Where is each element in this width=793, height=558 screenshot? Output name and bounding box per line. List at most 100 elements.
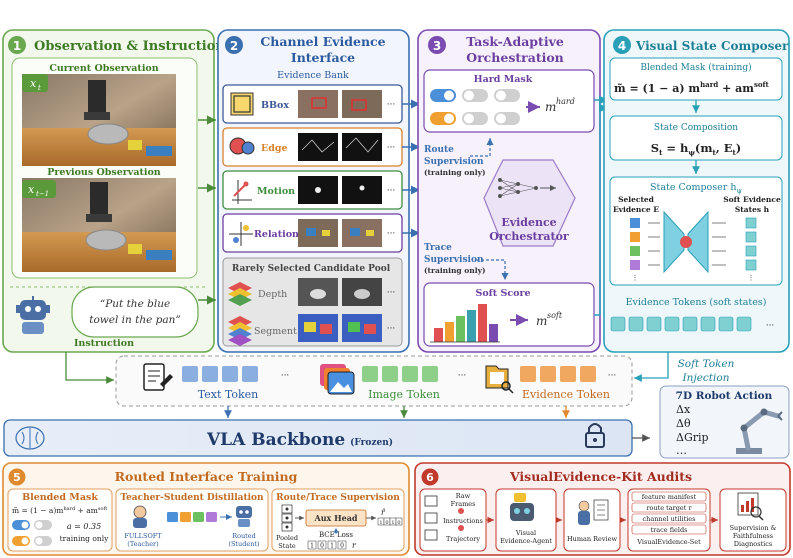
channel-label-bbox: BBox (261, 100, 289, 111)
robot-arm-icon (736, 408, 783, 454)
image-stack-icon (320, 364, 355, 395)
text-token-ellipsis: ··· (281, 371, 290, 381)
previous-tag-sub: t−1 (36, 190, 49, 198)
action-item-dx: Δx (676, 403, 691, 416)
r-bits: 1 0 1 0 (307, 540, 347, 550)
channel-row-relation: Relation ··· (222, 213, 403, 253)
human-review-label: Human Review (567, 535, 617, 543)
brain-icon (15, 426, 45, 450)
soft-score-bar (489, 324, 498, 342)
p5-route-title: Route/Trace Supervision (276, 493, 400, 503)
raw-items-3: Trajectory (446, 535, 480, 543)
r-hat-bits: 1 0 1 0 (377, 517, 403, 526)
r-hat: r̂ (381, 508, 386, 517)
evidence-token-squares: ··· (520, 366, 616, 382)
pooled-line2: State (278, 542, 296, 550)
soft-score-bar (456, 316, 465, 342)
edge-ellipsis: ··· (387, 143, 396, 153)
blended-mask-formula: m̃ = (1 − a) mhard + amsoft (614, 80, 770, 95)
evidence-token-ellipsis: ··· (608, 371, 617, 381)
composer-network-icon (648, 210, 726, 274)
p5-alpha: a = 0.35 (67, 522, 101, 531)
current-observation-image (22, 74, 176, 166)
channel-row-motion: Motion ··· (222, 170, 403, 210)
raw-input-icons (424, 495, 464, 541)
text-token-squares: ··· (182, 366, 289, 382)
distill-token-row (167, 512, 232, 522)
teacher-icon (133, 505, 147, 528)
panel1-title: Observation & Instruction (34, 39, 225, 54)
svg-text:0: 0 (340, 543, 344, 550)
p5-distill-title: Teacher-Student Distillation (120, 493, 264, 503)
folder-search-icon (485, 365, 514, 394)
robot-icon (16, 296, 50, 334)
hard-mask-toggles (430, 89, 520, 125)
panel-routed-interface-training: 5 Routed Interface Training Blended Mask… (2, 462, 410, 556)
soft-state-squares: ⋮ (745, 217, 757, 282)
panel4-number: 4 (618, 39, 626, 53)
current-observation-label: Current Observation (49, 63, 158, 74)
action-item-dtheta: Δθ (676, 417, 691, 430)
pool-item-depth: Depth (258, 289, 287, 300)
bbox-ellipsis: ··· (387, 100, 396, 110)
p5-toggles (12, 520, 52, 546)
state-composition-formula: St = hψ(mt, Et) (651, 141, 741, 157)
set-item-2: channel utilities (643, 515, 696, 523)
r-label: r (352, 541, 357, 550)
soft-token-injection-line2: Injection (682, 372, 730, 384)
diag-line3: Diagnostics (734, 540, 772, 548)
diag-line1: Supervision & (730, 524, 777, 532)
soft-score-bars (434, 304, 498, 342)
trace-supervision-line2: Supervision (424, 255, 484, 265)
pooled-state-stack (281, 504, 293, 532)
soft-evidence-line1: Soft Evidence (723, 195, 781, 204)
robot-action-title: 7D Robot Action (676, 390, 773, 402)
previous-tag: x (28, 183, 35, 196)
edge-icon (229, 137, 255, 155)
teacher-line1: FULLSOFT (124, 532, 162, 540)
depth-ellipsis: ··· (387, 288, 396, 298)
state-composer-label: State Composer hψ (650, 182, 742, 195)
set-item-0: feature manifest (642, 493, 697, 501)
panel5-number: 5 (13, 471, 21, 484)
action-item-dgrip: ΔGrip (676, 431, 709, 444)
soft-evidence-line2: States h (735, 205, 770, 214)
svg-text:⋮: ⋮ (748, 274, 755, 282)
current-tag: x (30, 77, 37, 90)
soft-token-injection-line1: Soft Token (678, 358, 735, 370)
pool-item-segment: Segment (254, 326, 297, 337)
arrow-soft-injection (634, 352, 669, 382)
svg-text:1: 1 (310, 543, 314, 550)
segment-layers-icon (228, 316, 252, 346)
relation-ellipsis: ··· (387, 229, 396, 239)
neural-network-icon (498, 178, 556, 198)
human-review-icon (578, 499, 609, 525)
channel-label-edge: Edge (261, 143, 288, 154)
lock-icon (585, 423, 605, 448)
raw-items-0: Raw (456, 492, 471, 500)
document-edit-icon (143, 363, 173, 391)
p5-training-only: training only (60, 534, 109, 543)
set-label: VisualEvidence-Set (636, 538, 701, 546)
panel4-title: Visual State Composer (635, 39, 789, 53)
selected-evidence-squares: ⋮ (630, 218, 640, 282)
selected-evidence-line2: Evidence E (613, 205, 659, 214)
hard-mask-output-sup: hard (556, 97, 575, 106)
panel3-title-line1: Task-Adaptive (466, 34, 564, 49)
student-robot-icon (236, 506, 252, 527)
set-item-3: trace fields (651, 526, 688, 534)
evidence-bank-label: Evidence Bank (277, 70, 349, 81)
svg-text:0: 0 (385, 520, 388, 526)
previous-observation-label: Previous Observation (47, 167, 161, 178)
motion-ellipsis: ··· (387, 186, 396, 196)
pooled-line1: Pooled (276, 534, 298, 542)
panel5-number-badge (8, 468, 26, 486)
agent-line2: Evidence-Agent (500, 537, 552, 545)
instruction-label: Instruction (74, 338, 134, 349)
soft-score-bar (445, 322, 454, 342)
evidence-token-ellipsis: ··· (766, 321, 775, 331)
evidence-token-row: ··· (610, 316, 775, 332)
svg-text:0: 0 (320, 543, 324, 550)
raw-items-1: Frames (451, 500, 476, 508)
